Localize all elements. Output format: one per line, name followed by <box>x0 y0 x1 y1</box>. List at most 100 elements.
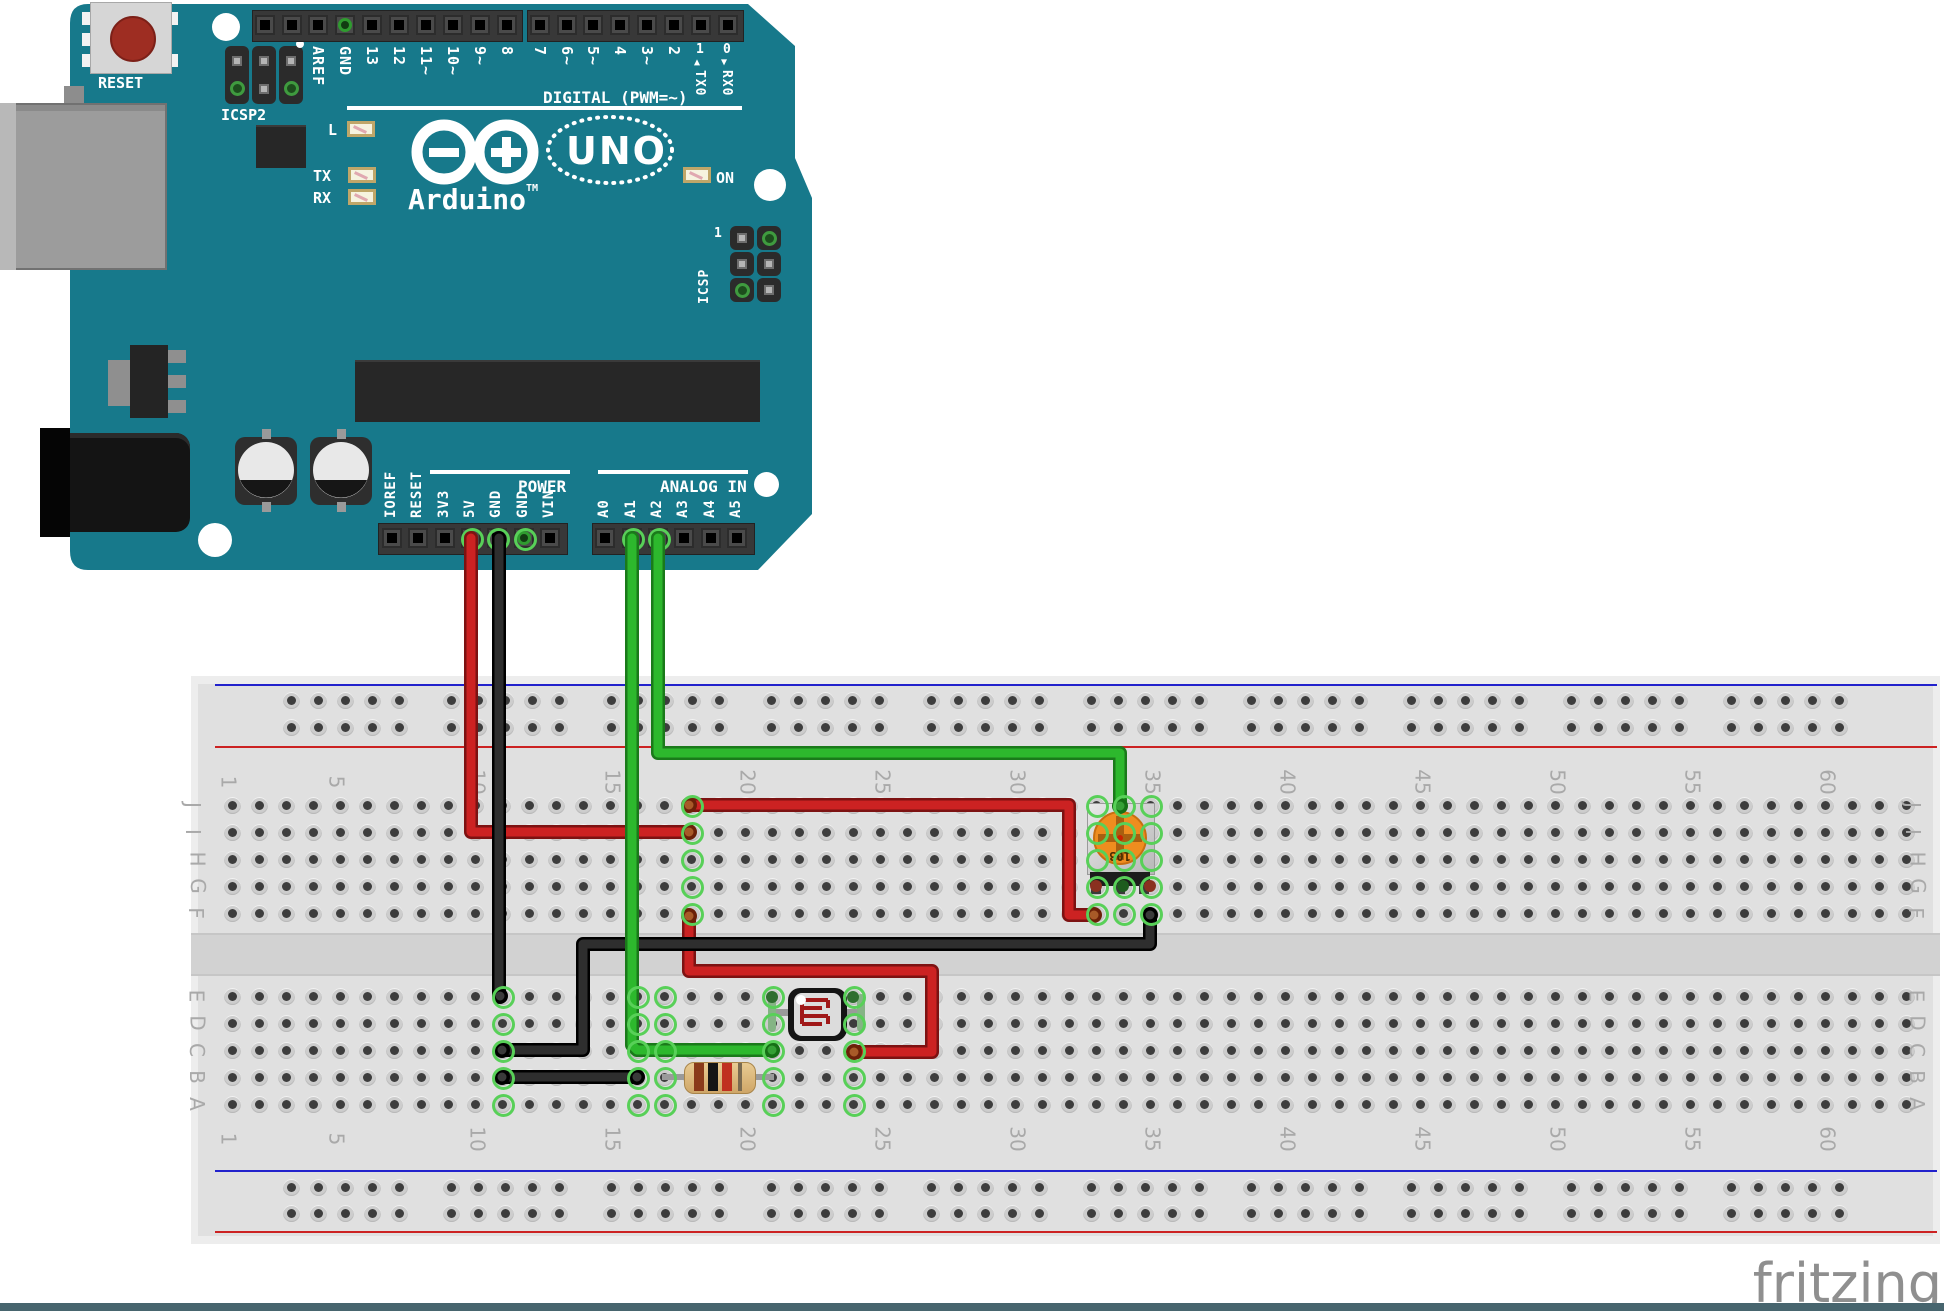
breadboard-hole[interactable] <box>1439 1069 1456 1086</box>
breadboard-hole[interactable] <box>1243 692 1260 709</box>
breadboard-hole[interactable] <box>548 1042 565 1059</box>
breadboard-hole[interactable] <box>1763 1096 1780 1113</box>
breadboard-hole[interactable] <box>1709 797 1726 814</box>
breadboard-hole[interactable] <box>1439 905 1456 922</box>
breadboard-hole[interactable] <box>1061 1015 1078 1032</box>
breadboard-hole[interactable] <box>1547 1069 1564 1086</box>
breadboard-hole[interactable] <box>1574 1096 1591 1113</box>
breadboard-hole[interactable] <box>1331 1015 1348 1032</box>
breadboard-hole[interactable] <box>1682 1015 1699 1032</box>
breadboard-hole[interactable] <box>1196 1069 1213 1086</box>
breadboard-hole[interactable] <box>872 797 889 814</box>
breadboard-hole[interactable] <box>977 719 994 736</box>
breadboard-hole[interactable] <box>1601 1096 1618 1113</box>
breadboard-hole[interactable] <box>1439 824 1456 841</box>
breadboard-hole[interactable] <box>1709 1015 1726 1032</box>
breadboard-hole[interactable] <box>1007 797 1024 814</box>
breadboard-hole[interactable] <box>1466 1015 1483 1032</box>
breadboard-hole[interactable] <box>575 878 592 895</box>
breadboard-hole[interactable] <box>1709 1096 1726 1113</box>
breadboard-hole[interactable] <box>953 1096 970 1113</box>
breadboard-hole[interactable] <box>737 824 754 841</box>
breadboard-hole[interactable] <box>251 824 268 841</box>
breadboard-hole[interactable] <box>1297 1179 1314 1196</box>
breadboard-hole[interactable] <box>1331 797 1348 814</box>
breadboard-hole[interactable] <box>1191 692 1208 709</box>
breadboard-hole[interactable] <box>443 692 460 709</box>
breadboard-hole[interactable] <box>251 797 268 814</box>
breadboard-hole[interactable] <box>386 824 403 841</box>
breadboard-hole[interactable] <box>305 1069 322 1086</box>
breadboard-hole[interactable] <box>1439 878 1456 895</box>
breadboard-hole[interactable] <box>305 1015 322 1032</box>
breadboard-hole[interactable] <box>1655 988 1672 1005</box>
breadboard-hole[interactable] <box>1270 719 1287 736</box>
pin-socket[interactable] <box>362 15 382 35</box>
breadboard-hole[interactable] <box>1196 1015 1213 1032</box>
breadboard-hole[interactable] <box>1520 1069 1537 1086</box>
breadboard-hole[interactable] <box>1007 1015 1024 1032</box>
breadboard-hole[interactable] <box>1563 1179 1580 1196</box>
breadboard-hole[interactable] <box>440 1015 457 1032</box>
breadboard-hole[interactable] <box>470 719 487 736</box>
breadboard-hole[interactable] <box>1164 1205 1181 1222</box>
breadboard-hole[interactable] <box>980 1042 997 1059</box>
breadboard-hole[interactable] <box>1196 878 1213 895</box>
breadboard-hole[interactable] <box>1083 719 1100 736</box>
breadboard-hole[interactable] <box>1169 1042 1186 1059</box>
breadboard-hole[interactable] <box>1457 1205 1474 1222</box>
breadboard-hole[interactable] <box>602 1042 619 1059</box>
breadboard-hole[interactable] <box>926 1015 943 1032</box>
breadboard-hole[interactable] <box>872 988 889 1005</box>
breadboard-hole[interactable] <box>332 1069 349 1086</box>
breadboard-hole[interactable] <box>305 797 322 814</box>
breadboard-hole[interactable] <box>1736 1015 1753 1032</box>
breadboard-hole[interactable] <box>1790 1096 1807 1113</box>
breadboard-hole[interactable] <box>1628 1096 1645 1113</box>
breadboard-hole[interactable] <box>251 988 268 1005</box>
breadboard[interactable] <box>191 676 1940 1244</box>
breadboard-hole[interactable] <box>683 988 700 1005</box>
breadboard-hole[interactable] <box>548 824 565 841</box>
breadboard-hole[interactable] <box>710 1042 727 1059</box>
breadboard-hole[interactable] <box>1898 797 1915 814</box>
breadboard-hole[interactable] <box>1331 1042 1348 1059</box>
breadboard-hole[interactable] <box>684 1179 701 1196</box>
breadboard-hole[interactable] <box>1628 824 1645 841</box>
breadboard-hole[interactable] <box>332 797 349 814</box>
breadboard-hole[interactable] <box>1898 988 1915 1005</box>
breadboard-hole[interactable] <box>1763 797 1780 814</box>
breadboard-hole[interactable] <box>1736 988 1753 1005</box>
breadboard-hole[interactable] <box>683 1096 700 1113</box>
breadboard-hole[interactable] <box>1520 1015 1537 1032</box>
breadboard-hole[interactable] <box>1250 797 1267 814</box>
breadboard-hole[interactable] <box>764 797 781 814</box>
breadboard-hole[interactable] <box>1844 1096 1861 1113</box>
breadboard-hole[interactable] <box>926 1042 943 1059</box>
breadboard-hole[interactable] <box>1358 878 1375 895</box>
breadboard-hole[interactable] <box>603 1179 620 1196</box>
breadboard-hole[interactable] <box>1110 719 1127 736</box>
breadboard-hole[interactable] <box>1750 719 1767 736</box>
breadboard-hole[interactable] <box>1250 824 1267 841</box>
breadboard-hole[interactable] <box>1520 824 1537 841</box>
breadboard-hole[interactable] <box>1628 851 1645 868</box>
breadboard-hole[interactable] <box>521 878 538 895</box>
breadboard-hole[interactable] <box>1871 797 1888 814</box>
breadboard-hole[interactable] <box>737 905 754 922</box>
breadboard-hole[interactable] <box>790 719 807 736</box>
breadboard-hole[interactable] <box>1628 797 1645 814</box>
breadboard-hole[interactable] <box>871 692 888 709</box>
breadboard-hole[interactable] <box>1871 1042 1888 1059</box>
breadboard-hole[interactable] <box>1191 1205 1208 1222</box>
breadboard-hole[interactable] <box>602 1015 619 1032</box>
breadboard-hole[interactable] <box>413 1069 430 1086</box>
breadboard-hole[interactable] <box>337 1205 354 1222</box>
pin-socket[interactable] <box>470 15 490 35</box>
breadboard-hole[interactable] <box>1083 692 1100 709</box>
breadboard-hole[interactable] <box>1628 1015 1645 1032</box>
breadboard-hole[interactable] <box>764 905 781 922</box>
breadboard-hole[interactable] <box>790 1179 807 1196</box>
breadboard-hole[interactable] <box>602 905 619 922</box>
breadboard-hole[interactable] <box>1034 1015 1051 1032</box>
